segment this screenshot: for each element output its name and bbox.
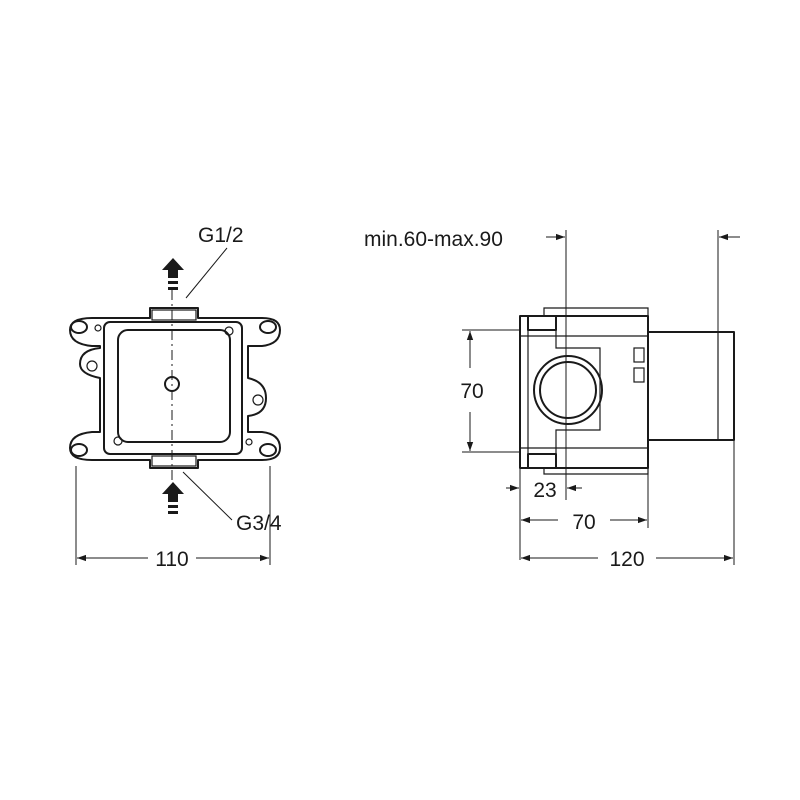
outlet-label: G1/2 (198, 224, 244, 247)
housing-outline (103, 321, 243, 455)
side-clip-top (633, 347, 645, 363)
mount-hole-tl (70, 320, 88, 334)
frame-outline (69, 307, 281, 469)
port-ring-inner (539, 361, 597, 419)
screw-bl (113, 436, 123, 446)
side-hole-left (86, 360, 98, 372)
side-hole-right (252, 394, 264, 406)
outlet-leader (185, 247, 228, 299)
outlet-port (151, 309, 197, 321)
clip-top (527, 315, 557, 331)
screw-tr (224, 326, 234, 336)
inlet-port (151, 455, 197, 467)
screw-left (94, 324, 102, 332)
side-view: min.60-max.90 70 23 70 120 (364, 228, 740, 571)
mount-hole-bl (70, 443, 88, 457)
arrow-up-icon (162, 258, 184, 290)
body-depth-dimension: 70 (572, 511, 595, 534)
mount-hole-tr (259, 320, 277, 334)
port-ring-outer (533, 355, 603, 425)
wall-depth-dimension: min.60-max.90 (364, 228, 503, 251)
front-view: G1/2 G3/4 110 (69, 224, 282, 571)
cartridge-extension (647, 331, 735, 441)
mount-hole-br (259, 443, 277, 457)
height-dimension: 70 (460, 380, 483, 403)
clip-bottom (527, 453, 557, 469)
width-dimension: 110 (155, 548, 188, 571)
arrow-up-icon (162, 482, 184, 514)
side-clip-bottom (633, 367, 645, 383)
top-rim (543, 307, 649, 316)
port-recess (555, 316, 601, 468)
offset-dimension: 23 (533, 479, 556, 502)
total-depth-dimension: 120 (609, 548, 644, 571)
inlet-label: G3/4 (236, 512, 282, 535)
bottom-rim (543, 468, 649, 475)
inlet-leader (182, 471, 233, 521)
screw-right (245, 438, 253, 446)
cartridge-square (117, 329, 231, 443)
